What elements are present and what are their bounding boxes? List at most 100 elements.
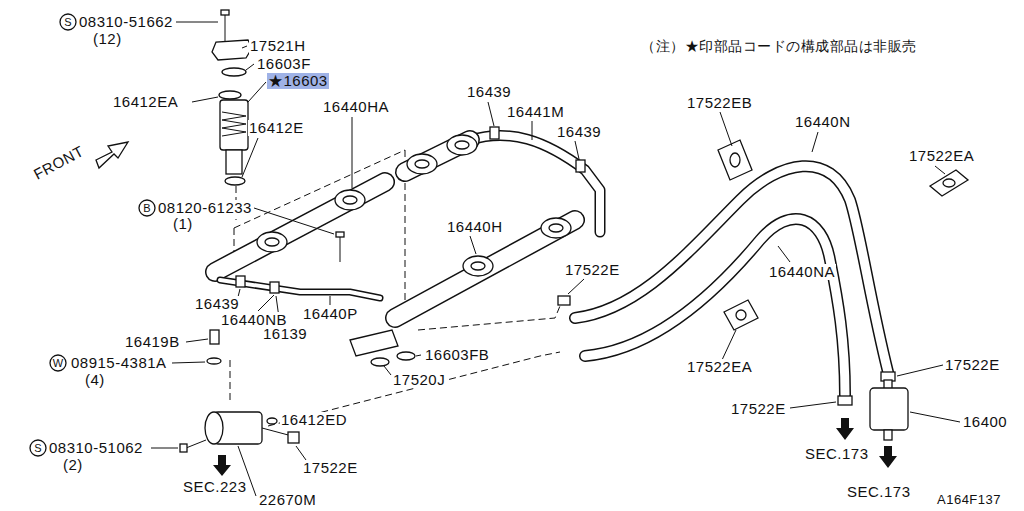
fuel-rail [215,182,385,272]
part-number: 16441M [506,104,565,120]
fuel-hose [490,127,499,139]
circled-letter: W [53,357,63,369]
fuel-rail [415,160,429,168]
injector [221,10,229,15]
part-number: 17522E [730,401,787,417]
circle-mark [60,14,76,30]
leader-line [248,82,266,102]
fuel-filter [870,388,908,430]
fuel-pipe [220,276,380,298]
part-number: 16440N [794,114,852,130]
part-number: 16439 [194,296,240,312]
fuel-filter [870,380,908,440]
leader-line [470,236,476,254]
part-number: 17522E [944,357,1001,373]
part-number: 16412ED [280,412,348,428]
part-number: 17520J [392,372,446,388]
injector [225,177,245,185]
fuel-rail [549,224,563,232]
fuel-rail [455,141,469,149]
leader-line [242,138,258,177]
flow-arrow [213,455,231,476]
leader-line [242,46,247,48]
fuel-rail [215,182,385,272]
leader-line [258,295,274,311]
leader-line [722,330,736,360]
fuel-pipe [270,282,279,293]
circle-mark [139,200,155,216]
quantity: (12) [92,31,123,47]
fuel-rail [335,190,365,210]
pressure-regulator [180,330,299,452]
leader-line [935,166,945,174]
gasket [730,153,740,167]
note: （注）★印部品コードの構成部品は非販売 [640,38,918,54]
leader-line [575,141,579,159]
part-number: 16412E [248,120,305,136]
fuel-rail [371,358,389,366]
fuel-rail [215,135,575,366]
leader-line [296,446,306,460]
fuel-rail [343,196,357,204]
leader-line [910,412,960,422]
injector [226,150,242,174]
leader-line [812,132,818,152]
part-number: 17522E [564,262,621,278]
leader-line [246,64,254,70]
pressure-regulator [186,440,206,448]
fuel-rail [340,236,341,262]
front-arrow [96,142,128,168]
quantity: (2) [62,457,84,473]
part-number: 17522EA [686,359,753,375]
dashed-guide [230,150,560,426]
diagram-code: A164F137 [936,492,1002,508]
part-number: 16440HA [322,99,390,115]
section-ref: SEC.223 [182,479,248,495]
fuel-rail [265,238,279,246]
leader-line [790,402,836,408]
pressure-regulator [267,418,277,424]
injector [225,12,226,42]
part-number: 16603FB [424,347,490,363]
leader-line [254,208,334,234]
fuel-rail [336,232,344,237]
fuel-rail [350,330,398,356]
flow-arrow [879,446,897,468]
part-number: 08310-51062 [48,440,144,456]
injector [222,68,246,76]
fuel-rail [463,256,493,276]
part-number: 08915-4381A [70,355,168,371]
fuel-rail [257,232,287,252]
leader-line [416,355,421,356]
fuel-hose [838,396,852,405]
leader-line [330,296,331,305]
injector [222,112,246,136]
pressure-regulator [288,432,299,443]
fuel-hose [576,160,585,172]
gasket [718,140,752,180]
section-ref: SEC.173 [804,446,870,462]
leader-line [778,246,790,262]
circled-letter: B [143,202,150,214]
pressure-regulator [210,330,219,344]
leader-line [151,448,178,449]
pressure-regulator [205,412,223,444]
front-arrow [96,142,128,168]
leader-line [720,112,732,146]
leader-line [352,117,353,188]
part-number: 16440NA [768,264,836,280]
fuel-filter [884,430,892,440]
fuel-hose [558,166,895,405]
circle-mark [50,355,66,371]
section-ref: SEC.173 [846,484,912,500]
part-number: 08120-61233 [157,200,253,216]
fuel-rail [541,218,571,238]
part-number: 17521H [249,38,307,54]
part-number: 16400 [962,414,1008,430]
dashed-guide [418,306,560,330]
fuel-rail [407,154,437,174]
part-number: 22670M [258,492,317,508]
leader-line [186,339,208,342]
leader-line [568,279,584,294]
